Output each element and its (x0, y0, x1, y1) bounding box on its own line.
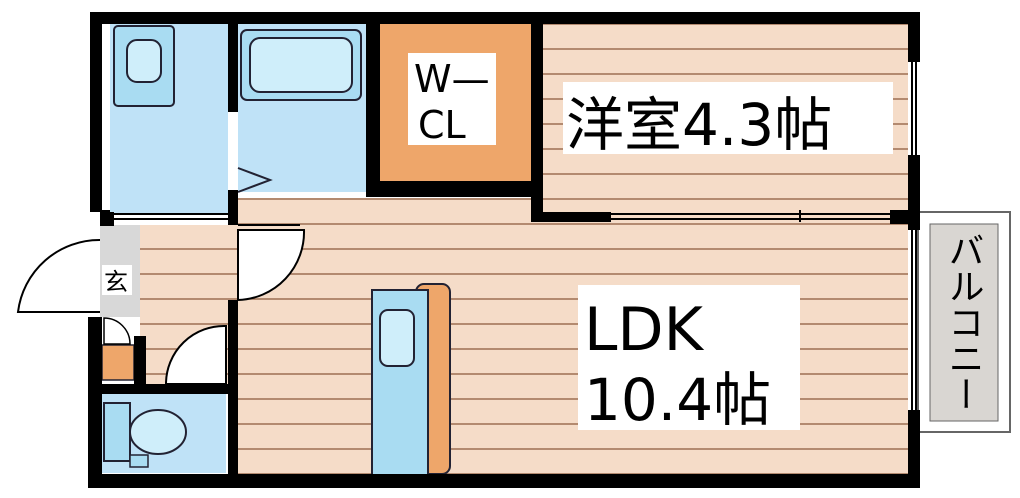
toilet-tank (103, 402, 131, 462)
western-room-label: 洋室4.3帖 (566, 91, 832, 159)
balcony-inner (929, 223, 999, 422)
front-door-icon (16, 238, 101, 313)
toilet-icon (129, 409, 187, 455)
western-label-box (563, 82, 893, 154)
washbasin-icon (126, 39, 162, 83)
ldk-size-label: 10.4帖 (584, 366, 771, 434)
bath-door-icon (237, 167, 273, 193)
sink-icon (379, 309, 415, 367)
hall-door-icon (237, 229, 306, 301)
bathtub-basin (249, 37, 353, 93)
toilet-door-icon (164, 324, 227, 385)
ldk-label-box (578, 285, 800, 430)
closet-label-line1: W— (414, 57, 490, 101)
entrance-label-box (102, 265, 132, 295)
ldk-floor (238, 198, 908, 474)
ldk-label: LDK (584, 295, 705, 365)
shoe-cabinet-door-icon (103, 317, 131, 345)
entrance-label: 玄 (104, 268, 128, 296)
closet-label-box (408, 53, 496, 145)
closet-label-line2: CL (418, 103, 466, 147)
partition-lines (114, 30, 917, 410)
toilet-paper-icon (129, 454, 149, 468)
shoe-cabinet (101, 344, 135, 381)
balcony-label: バルコニー (943, 232, 984, 412)
